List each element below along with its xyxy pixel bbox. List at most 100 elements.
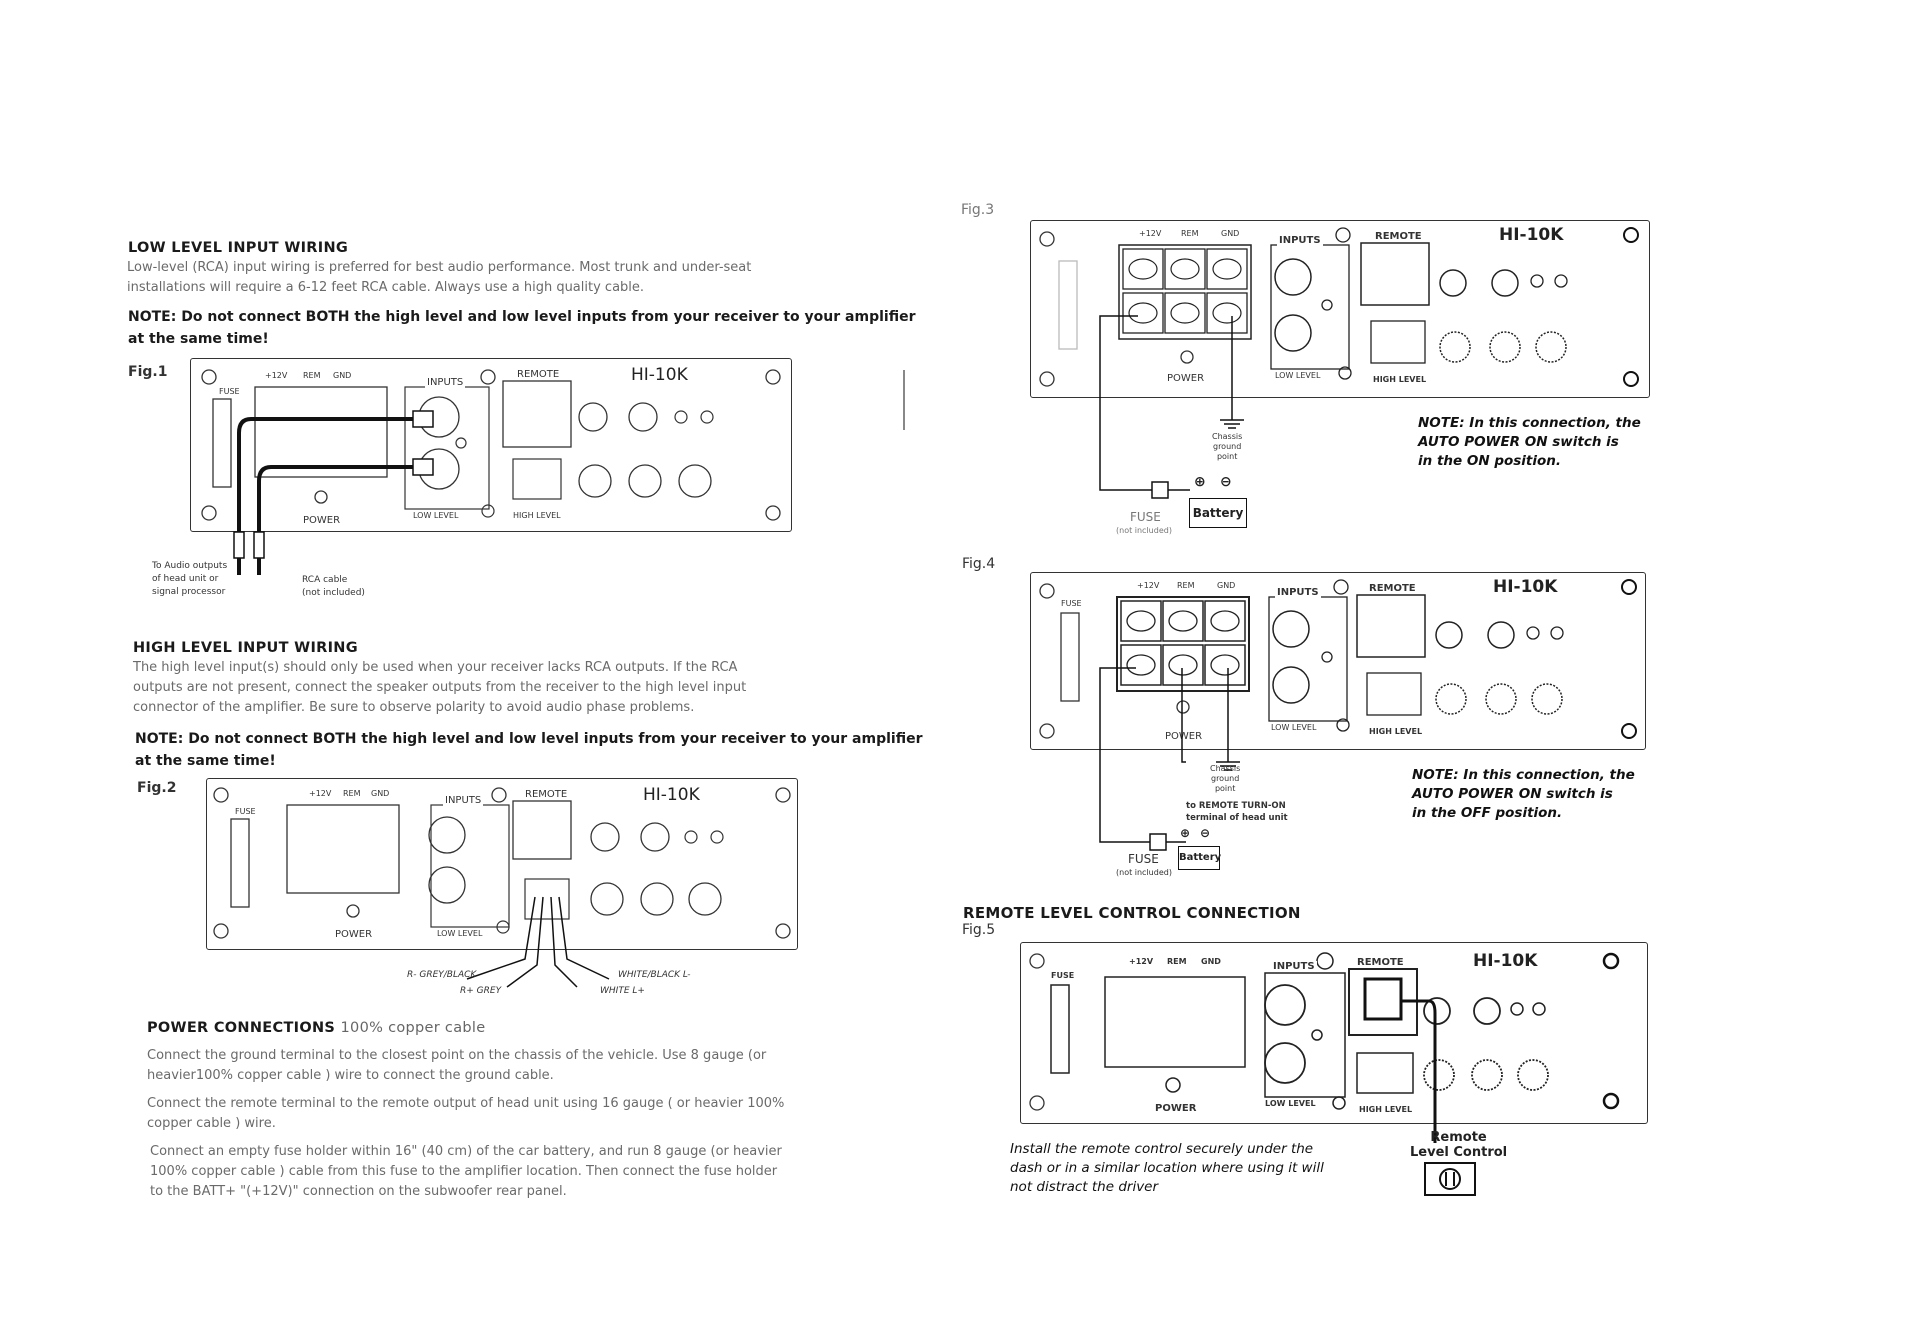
fig3-high-level-label: HIGH LEVEL (1373, 375, 1427, 384)
remote-level-control-label: Remote Level Control (1410, 1130, 1508, 1160)
minus-terminal-icon: ⊖ (1200, 826, 1211, 840)
fig4-fuse-label: FUSE (1061, 599, 1082, 608)
fig5-power-label: POWER (1155, 1103, 1197, 1114)
fig3-wiring (1099, 315, 1244, 499)
fig4-amp-panel: +12V REM GND FUSE INPUTS REMOTE HI-10K P… (1030, 572, 1646, 750)
fig4-note: NOTE: In this connection, the AUTO POWER… (1412, 767, 1635, 821)
fig2-r-plus: R+ GREY (460, 986, 502, 996)
fig2-l-minus: WHITE/BLACK L- (618, 970, 691, 980)
low-level-heading: LOW LEVEL INPUT WIRING (128, 240, 349, 256)
fig2-power-label: POWER (335, 929, 373, 940)
fig4-chassis-label: Chassis ground point (1210, 764, 1241, 793)
power-para-3-line-2: 100% copper cable ) cable from this fuse… (150, 1164, 778, 1179)
fig4-inputs-label: INPUTS (1275, 587, 1321, 598)
remote-level-control-knob (1424, 1162, 1476, 1196)
fig4-high-level-label: HIGH LEVEL (1369, 727, 1423, 736)
fig5-fuse-label: FUSE (1051, 971, 1075, 980)
low-level-body-2: installations will require a 6-12 feet R… (127, 280, 645, 295)
fig1-inputs-label: INPUTS (425, 377, 466, 388)
rca-plug-icon (253, 531, 265, 559)
fig1-remote-label: REMOTE (517, 369, 560, 380)
power-para-1-line-1: Connect the ground terminal to the close… (147, 1048, 767, 1063)
power-para-3-line-1: Connect an empty fuse holder within 16" … (150, 1144, 782, 1159)
fig4-gnd-label: GND (1217, 581, 1236, 590)
fig5-model: HI-10K (1473, 951, 1538, 971)
fig5-label: Fig.5 (962, 922, 996, 938)
high-level-heading: HIGH LEVEL INPUT WIRING (133, 640, 358, 656)
low-level-note-1: NOTE: Do not connect BOTH the high level… (128, 309, 916, 325)
fig3-label: Fig.3 (961, 202, 995, 218)
fig5-v12-label: +12V (1129, 957, 1154, 966)
fig5-inputs-label: INPUTS (1271, 961, 1317, 972)
fig2-model: HI-10K (643, 785, 700, 805)
fig2-gnd-label: GND (371, 789, 390, 798)
power-para-2-line-2: copper cable ) wire. (147, 1116, 276, 1131)
fig2-fuse-label: FUSE (235, 807, 256, 816)
fig4-v12-label: +12V (1137, 581, 1160, 590)
fig4-rem-label: REM (1177, 581, 1195, 590)
fig4-panel-graphics (1039, 579, 1637, 739)
fig5-rem-label: REM (1167, 957, 1187, 966)
low-level-body-1: Low-level (RCA) input wiring is preferre… (127, 260, 752, 275)
fig3-inputs-label: INPUTS (1277, 235, 1323, 246)
fig4-low-level-label: LOW LEVEL (1271, 723, 1317, 732)
fig3-panel-graphics (1039, 227, 1639, 387)
fig2-r-minus: R- GREY/BLACK (407, 970, 477, 980)
rca-plug-icon (233, 531, 245, 559)
fig1-fuse-label: FUSE (219, 387, 240, 396)
fig5-note: Install the remote control securely unde… (1010, 1141, 1324, 1195)
minus-terminal-icon: ⊖ (1220, 474, 1232, 490)
fig2-rem-label: REM (343, 789, 361, 798)
fig3-note: NOTE: In this connection, the AUTO POWER… (1418, 415, 1641, 469)
fig1-callout-audio: To Audio outputs of head unit or signal … (152, 561, 228, 597)
fig2-panel-graphics (213, 787, 791, 988)
power-para-1-line-2: heavier100% copper cable ) wire to conne… (147, 1068, 554, 1083)
fig5-high-level-label: HIGH LEVEL (1359, 1105, 1413, 1114)
plus-terminal-icon: ⊕ (1180, 826, 1191, 840)
fig3-model: HI-10K (1499, 225, 1564, 245)
power-para-3-line-3: to the BATT+ "(+12V)" connection on the … (150, 1184, 567, 1199)
fig3-remote-label: REMOTE (1375, 231, 1422, 242)
fig1-amp-panel: +12V REM GND FUSE INPUTS REMOTE HI-10K P… (190, 358, 792, 575)
fig3-battery: Battery (1189, 498, 1247, 528)
fig1-panel-graphics (201, 369, 781, 575)
plus-terminal-icon: ⊕ (1194, 474, 1206, 490)
fig2-amp-panel: +12V REM GND FUSE INPUTS REMOTE HI-10K P… (206, 778, 798, 988)
fig2-remote-label: REMOTE (525, 789, 568, 800)
fig5-panel-graphics (1029, 952, 1620, 1143)
high-level-note-1: NOTE: Do not connect BOTH the high level… (135, 731, 923, 747)
fig5-gnd-label: GND (1201, 957, 1221, 966)
fig3-fuse-note: (not included) (1116, 526, 1172, 535)
fig2-label: Fig.2 (137, 780, 177, 796)
fig4-remote-label: REMOTE (1369, 583, 1416, 594)
fig1-label: Fig.1 (128, 364, 168, 380)
high-level-body-1: The high level input(s) should only be u… (133, 660, 738, 675)
fig5-heading: REMOTE LEVEL CONTROL CONNECTION (963, 904, 1301, 922)
fig4-battery: Battery (1178, 846, 1221, 870)
fig2-inputs-label: INPUTS (443, 795, 484, 806)
fig2-low-level-label: LOW LEVEL (437, 929, 483, 938)
fig4-fuse-label: FUSE (1128, 852, 1159, 866)
fig1-callout-rca: RCA cable (not included) (302, 575, 365, 598)
fig3-amp-panel: +12V REM GND INPUTS REMOTE HI-10K POWER … (1030, 220, 1650, 398)
fig5-low-level-label: LOW LEVEL (1265, 1099, 1316, 1108)
page-fold (903, 370, 905, 430)
fig1-high-level-label: HIGH LEVEL (513, 511, 561, 520)
fig4-model: HI-10K (1493, 577, 1558, 597)
fig4-fuse-note: (not included) (1116, 868, 1172, 877)
fig3-v12-label: +12V (1139, 229, 1162, 238)
fig2-l-plus: WHITE L+ (600, 986, 645, 996)
fig1-model: HI-10K (631, 365, 688, 385)
fig3-fuse-label: FUSE (1130, 510, 1161, 524)
fig2-v12-label: +12V (309, 789, 332, 798)
fig4-power-label: POWER (1165, 731, 1203, 742)
fig3-chassis-label: Chassis ground point (1212, 432, 1243, 461)
fig5-amp-panel: +12V REM GND FUSE INPUTS REMOTE HI-10K P… (1020, 942, 1648, 1143)
fig1-low-level-label: LOW LEVEL (413, 511, 459, 520)
power-para-2-line-1: Connect the remote terminal to the remot… (147, 1096, 785, 1111)
high-level-note-2: at the same time! (135, 753, 276, 769)
fig4-wiring (1099, 667, 1240, 851)
high-level-body-3: connector of the amplifier. Be sure to o… (133, 700, 695, 715)
fig3-gnd-label: GND (1221, 229, 1240, 238)
fig5-remote-label: REMOTE (1357, 957, 1404, 968)
